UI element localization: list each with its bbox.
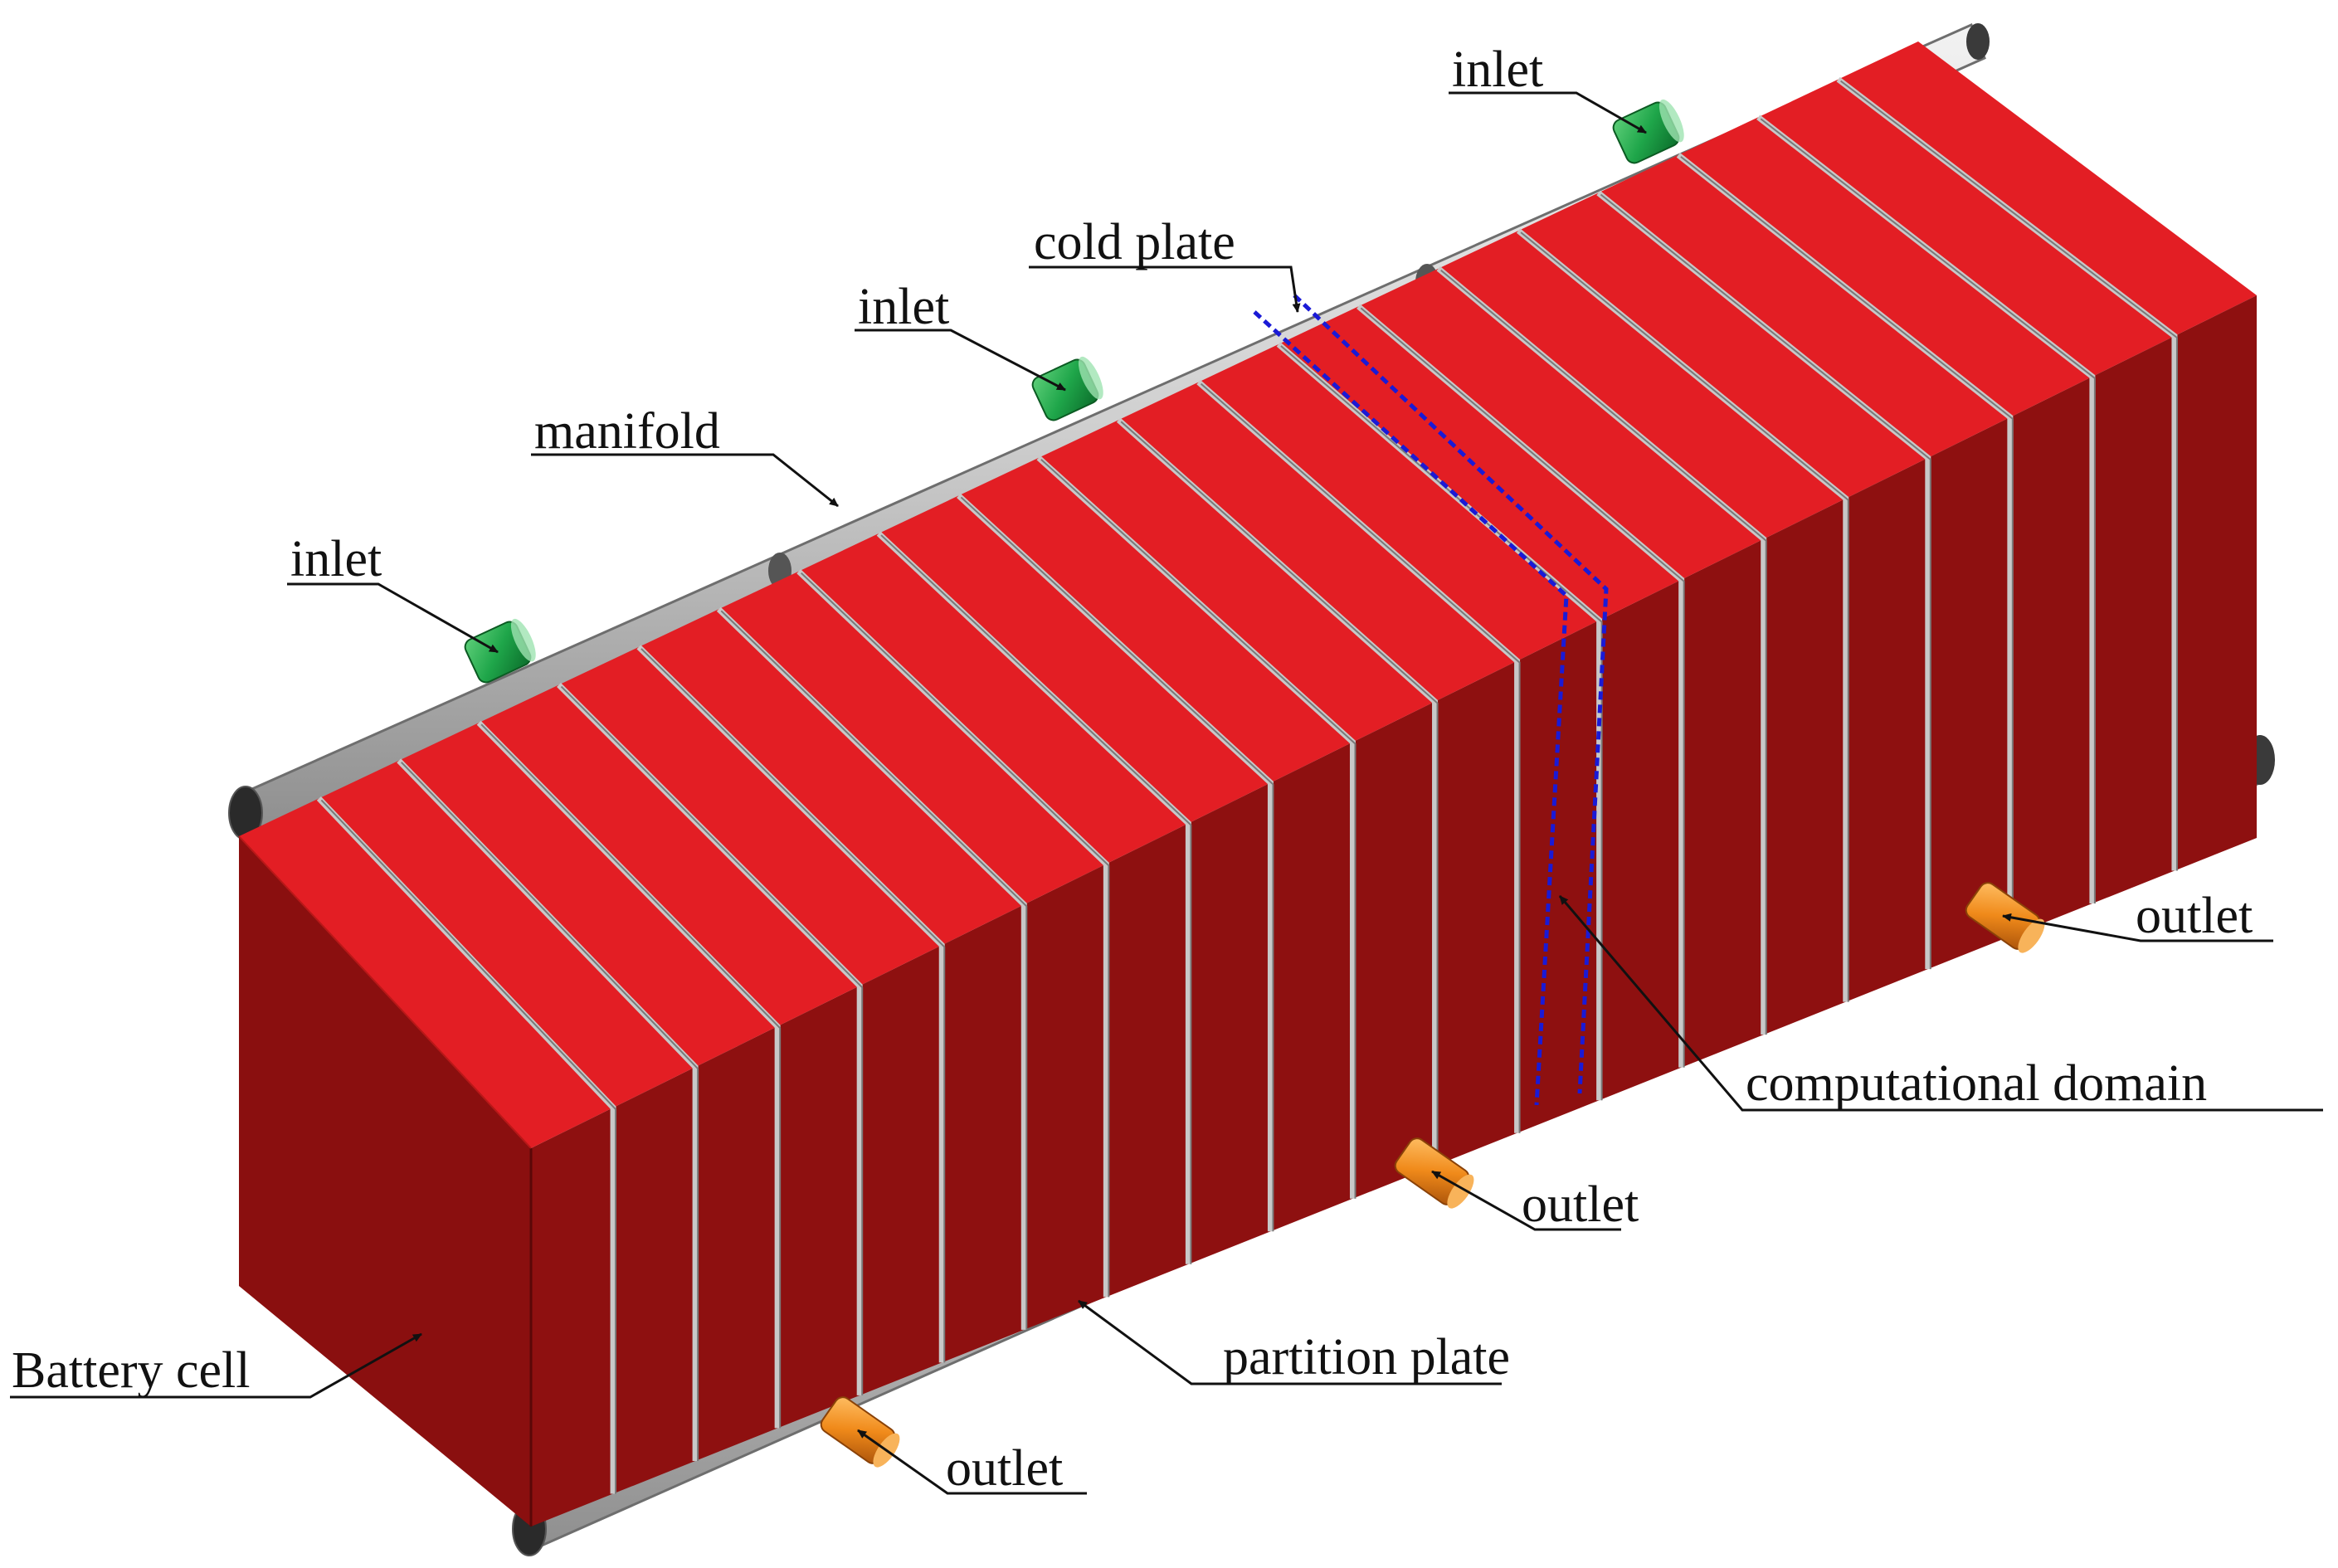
cold-plate-edge (1280, 345, 1603, 1101)
cold-plate-edge (720, 610, 1028, 1330)
cold-plate-edge (880, 534, 1192, 1264)
label-inlet-mid: inlet (858, 279, 949, 335)
cold-plate-edge (800, 572, 1110, 1298)
cold-plate-edge (480, 723, 782, 1429)
cold-plate-edge (1760, 118, 2096, 904)
label-battery-cell: Battery cell (12, 1342, 250, 1399)
label-inlet-left: inlet (290, 531, 382, 587)
label-partition-plate: partition plate (1223, 1329, 1510, 1385)
computational-domain-outline (1253, 294, 1609, 1106)
cold-plate-edge (960, 496, 1274, 1232)
cold-plate-edge (1440, 269, 1767, 1035)
cold-plate-edge (1680, 156, 2014, 937)
label-outlet-mid: outlet (1522, 1176, 1639, 1233)
cold-plate-edge (1600, 193, 1931, 970)
cold-plate-edge (1360, 307, 1685, 1068)
cold-plate-edge (641, 648, 946, 1363)
cold-plate-edge (401, 762, 699, 1461)
battery-cell-end-face (239, 836, 531, 1527)
label-manifold: manifold (534, 403, 720, 460)
cold-plate-edge (560, 685, 864, 1395)
label-outlet-right: outlet (2136, 888, 2253, 944)
label-outlet-bottom: outlet (946, 1440, 1063, 1497)
cold-plate-edge (1840, 80, 2178, 871)
battery-front-face (531, 295, 2257, 1527)
cold-plate-edge (1200, 382, 1521, 1133)
label-inlet-top: inlet (1452, 41, 1543, 98)
cold-plate-edge (320, 799, 617, 1494)
cold-plate-edge (1120, 421, 1439, 1166)
leader-lines (10, 91, 2323, 1495)
label-computational-domain: computational domain (1746, 1055, 2207, 1112)
cold-plates (316, 76, 2178, 1494)
cold-plate-edge (1040, 459, 1357, 1199)
label-cold-plate: cold plate (1034, 214, 1235, 270)
cold-plate-edge (1520, 231, 1849, 1002)
